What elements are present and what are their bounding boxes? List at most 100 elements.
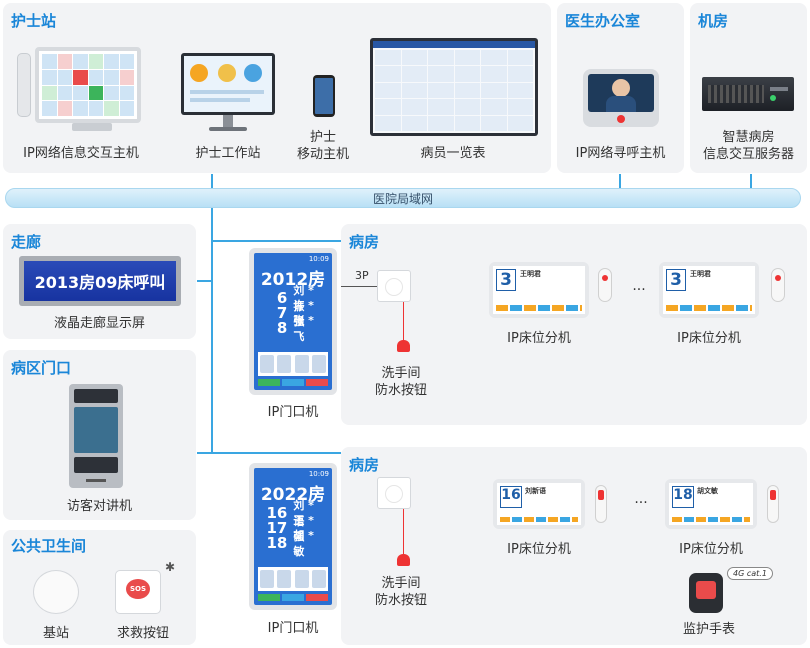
call-handle-1[interactable] xyxy=(598,268,612,302)
monitoring-watch xyxy=(689,573,723,613)
wash-button-2[interactable] xyxy=(377,477,411,509)
pull-cord xyxy=(403,302,404,342)
visitor-intercom-label: 访客对讲机 xyxy=(66,499,132,514)
door2-bed-row: 18 胡 * 敏 xyxy=(258,529,328,558)
bed-unit-2: 3 王明君 xyxy=(659,262,759,318)
ward1-title: 病房 xyxy=(349,233,380,251)
door1-room: 2012房 xyxy=(260,270,326,290)
ward2-title: 病房 xyxy=(349,456,380,474)
bed2-name: 王明君 xyxy=(690,270,711,278)
server-room-panel: 机房 智慧病房 信息交互服务器 xyxy=(690,3,807,173)
patient-overview-board xyxy=(370,38,538,136)
workstation-label: 护士工作站 xyxy=(195,146,261,161)
door1-time: 10:09 xyxy=(308,255,329,263)
ward-entrance-title: 病区门口 xyxy=(11,359,72,377)
link-ward2 xyxy=(211,452,341,454)
bed1-number: 3 xyxy=(500,270,512,290)
door1-bed2-name: 许 * 强 xyxy=(293,298,314,328)
public-restroom-title: 公共卫生间 xyxy=(11,537,87,555)
watch-badge-text: 4G cat.1 xyxy=(733,569,767,578)
bed-unit-1: 3 王明君 xyxy=(489,262,589,318)
link-corridor xyxy=(197,280,212,282)
ward2-panel: 病房 洗手间 防水按钮 16 刘新语 IP床位分机 ··· 18 胡文敏 IP床… xyxy=(341,447,807,645)
nurse-station-title: 护士站 xyxy=(11,12,57,30)
pull-cord-2 xyxy=(403,509,404,555)
doctor-office-panel: 医生办公室 IP网络寻呼主机 xyxy=(557,3,684,173)
wash-label-line2: 防水按钮 xyxy=(374,383,427,398)
link-doctor-office xyxy=(619,174,621,188)
call-handle-4[interactable] xyxy=(767,485,779,523)
ellipsis-2: ··· xyxy=(634,495,648,511)
link-ward-entrance xyxy=(197,452,212,454)
bed1-name: 王明君 xyxy=(520,270,541,278)
link-ward1 xyxy=(211,240,341,242)
corridor-display-text: 2013房09床呼叫 xyxy=(34,273,166,292)
bed-unit-4: 18 胡文敏 xyxy=(665,479,757,529)
interaction-server xyxy=(702,77,794,111)
corridor-panel: 走廊 2013房09床呼叫 液晶走廊显示屏 xyxy=(3,224,196,339)
door2-room: 2022房 xyxy=(260,485,326,505)
door-unit-1-label: IP门口机 xyxy=(267,405,319,420)
door1-bed1-name: 刘 * 振 xyxy=(293,283,314,313)
door-unit-2-label: IP门口机 xyxy=(267,621,319,636)
bed4-number: 18 xyxy=(673,487,693,503)
wash-button[interactable] xyxy=(377,270,411,302)
info-interaction-host xyxy=(17,47,143,133)
sos-text: SOS xyxy=(129,585,147,593)
server-label-line2: 信息交互服务器 xyxy=(702,147,794,162)
nurse-station-panel: 护士站 IP网络信息交互主机 护士工作站 xyxy=(3,3,551,173)
watch-badge: 4G cat.1 xyxy=(727,567,773,580)
pull-cord-bell xyxy=(397,340,410,352)
doctor-office-title: 医生办公室 xyxy=(565,12,641,30)
hospital-lan-bar: 医院局域网 xyxy=(5,188,801,208)
cable-3p-label: 3P xyxy=(355,269,369,282)
mobile-label-line2: 移动主机 xyxy=(296,147,349,162)
base-station-label: 基站 xyxy=(42,626,69,641)
mobile-label-line1: 护士 xyxy=(309,130,336,145)
bed4-name: 胡文敏 xyxy=(697,487,718,495)
door2-bed3-num: 18 xyxy=(266,533,288,552)
bed3-name: 刘新语 xyxy=(525,487,546,495)
watch-label: 监护手表 xyxy=(682,622,735,637)
bed3-number: 16 xyxy=(501,487,521,503)
ellipsis-1: ··· xyxy=(632,282,646,298)
door2-bed2-num: 17 xyxy=(266,518,288,537)
corridor-title: 走廊 xyxy=(11,233,42,251)
bed-unit-2-label: IP床位分机 xyxy=(677,331,741,346)
ward-entrance-panel: 病区门口 访客对讲机 xyxy=(3,350,196,520)
bed-unit-3-label: IP床位分机 xyxy=(507,542,571,557)
backbone-line xyxy=(211,208,213,453)
sos-button[interactable]: SOS xyxy=(115,570,161,614)
bed2-number: 3 xyxy=(670,270,682,290)
door1-bed3-name: 张 * 飞 xyxy=(293,313,314,343)
patient-board-label: 病员一览表 xyxy=(420,146,486,161)
wash2-label-line1: 洗手间 xyxy=(381,576,421,591)
sos-button-label: 求救按钮 xyxy=(116,626,169,641)
lan-label: 医院局域网 xyxy=(372,192,433,206)
door2-bed1-name: 刘 * 语 xyxy=(293,498,314,528)
corridor-display-label: 液晶走廊显示屏 xyxy=(53,316,145,331)
bed-unit-4-label: IP床位分机 xyxy=(679,542,743,557)
door2-bed-row: 17 王 * 强 xyxy=(258,514,328,543)
wash2-label-line2: 防水按钮 xyxy=(374,593,427,608)
wash-label-line1: 洗手间 xyxy=(381,366,421,381)
door2-bed2-name: 王 * 强 xyxy=(293,513,314,543)
call-handle-2[interactable] xyxy=(771,268,785,302)
nurse-workstation xyxy=(181,53,275,133)
paging-host-label: IP网络寻呼主机 xyxy=(575,146,666,161)
ward1-panel: 病房 3P 洗手间 防水按钮 3 王明君 IP床位分机 ··· 3 王明君 IP… xyxy=(341,224,807,425)
server-label-line1: 智慧病房 xyxy=(722,130,775,145)
visitor-intercom xyxy=(69,384,123,488)
nurse-mobile-host xyxy=(313,75,335,117)
call-handle-3[interactable] xyxy=(595,485,607,523)
base-station xyxy=(33,570,79,614)
door2-bed3-name: 胡 * 敏 xyxy=(293,528,314,558)
bluetooth-icon: ✱ xyxy=(165,560,176,574)
door2-time: 10:09 xyxy=(308,470,329,478)
